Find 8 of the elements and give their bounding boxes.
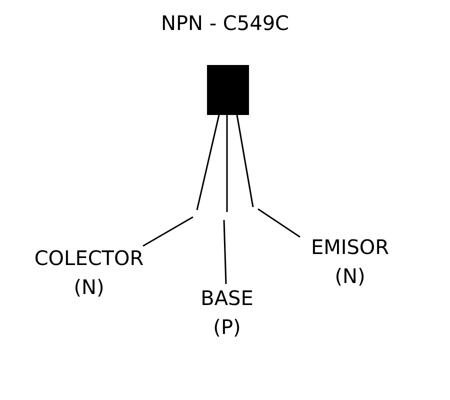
leader-line (258, 208, 300, 238)
diagram-title: NPN - C549C (160, 10, 290, 37)
pin-label: EMISOR (N) (310, 234, 390, 290)
pin-label: BASE (P) (200, 285, 254, 341)
leader-line (223, 220, 227, 284)
transistor-body (207, 65, 249, 115)
leader-line (142, 216, 194, 247)
pin-label: COLECTOR (N) (33, 245, 145, 301)
